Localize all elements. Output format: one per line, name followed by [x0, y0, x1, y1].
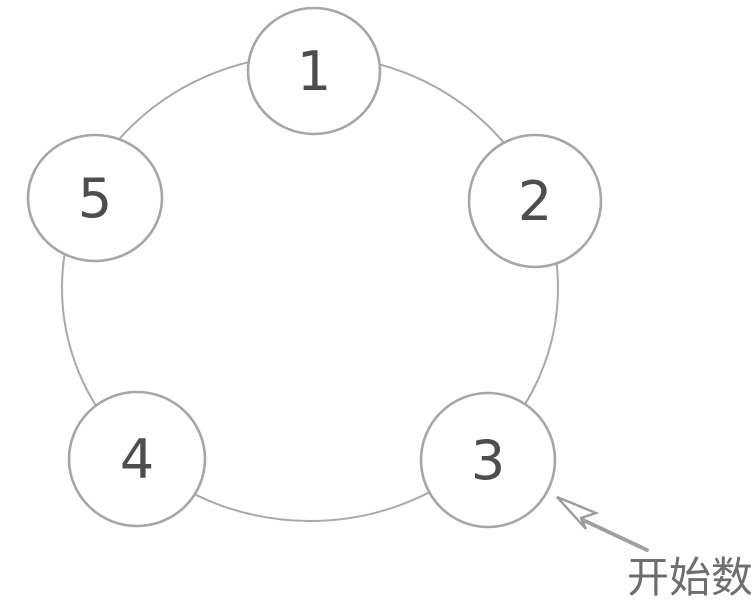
node-5-label: 5 [78, 167, 112, 230]
node-4-circle [67, 390, 207, 528]
arrow-head-icon [556, 495, 600, 530]
node-3-circle [419, 391, 557, 529]
node-2: 2 [467, 133, 603, 269]
node-1-circle [246, 6, 382, 136]
annotation-label: 开始数 [627, 553, 751, 602]
arrow-shaft [581, 518, 649, 552]
node-1-label: 1 [297, 40, 331, 103]
node-1: 1 [246, 6, 382, 136]
node-3: 3 [419, 391, 557, 529]
node-5: 5 [26, 133, 164, 263]
start-arrow [556, 495, 649, 552]
node-4-label: 4 [120, 428, 154, 491]
node-2-circle [467, 133, 603, 269]
node-2-label: 2 [518, 170, 552, 233]
node-3-label: 3 [471, 429, 505, 492]
node-4: 4 [67, 390, 207, 528]
node-5-circle [26, 133, 164, 263]
